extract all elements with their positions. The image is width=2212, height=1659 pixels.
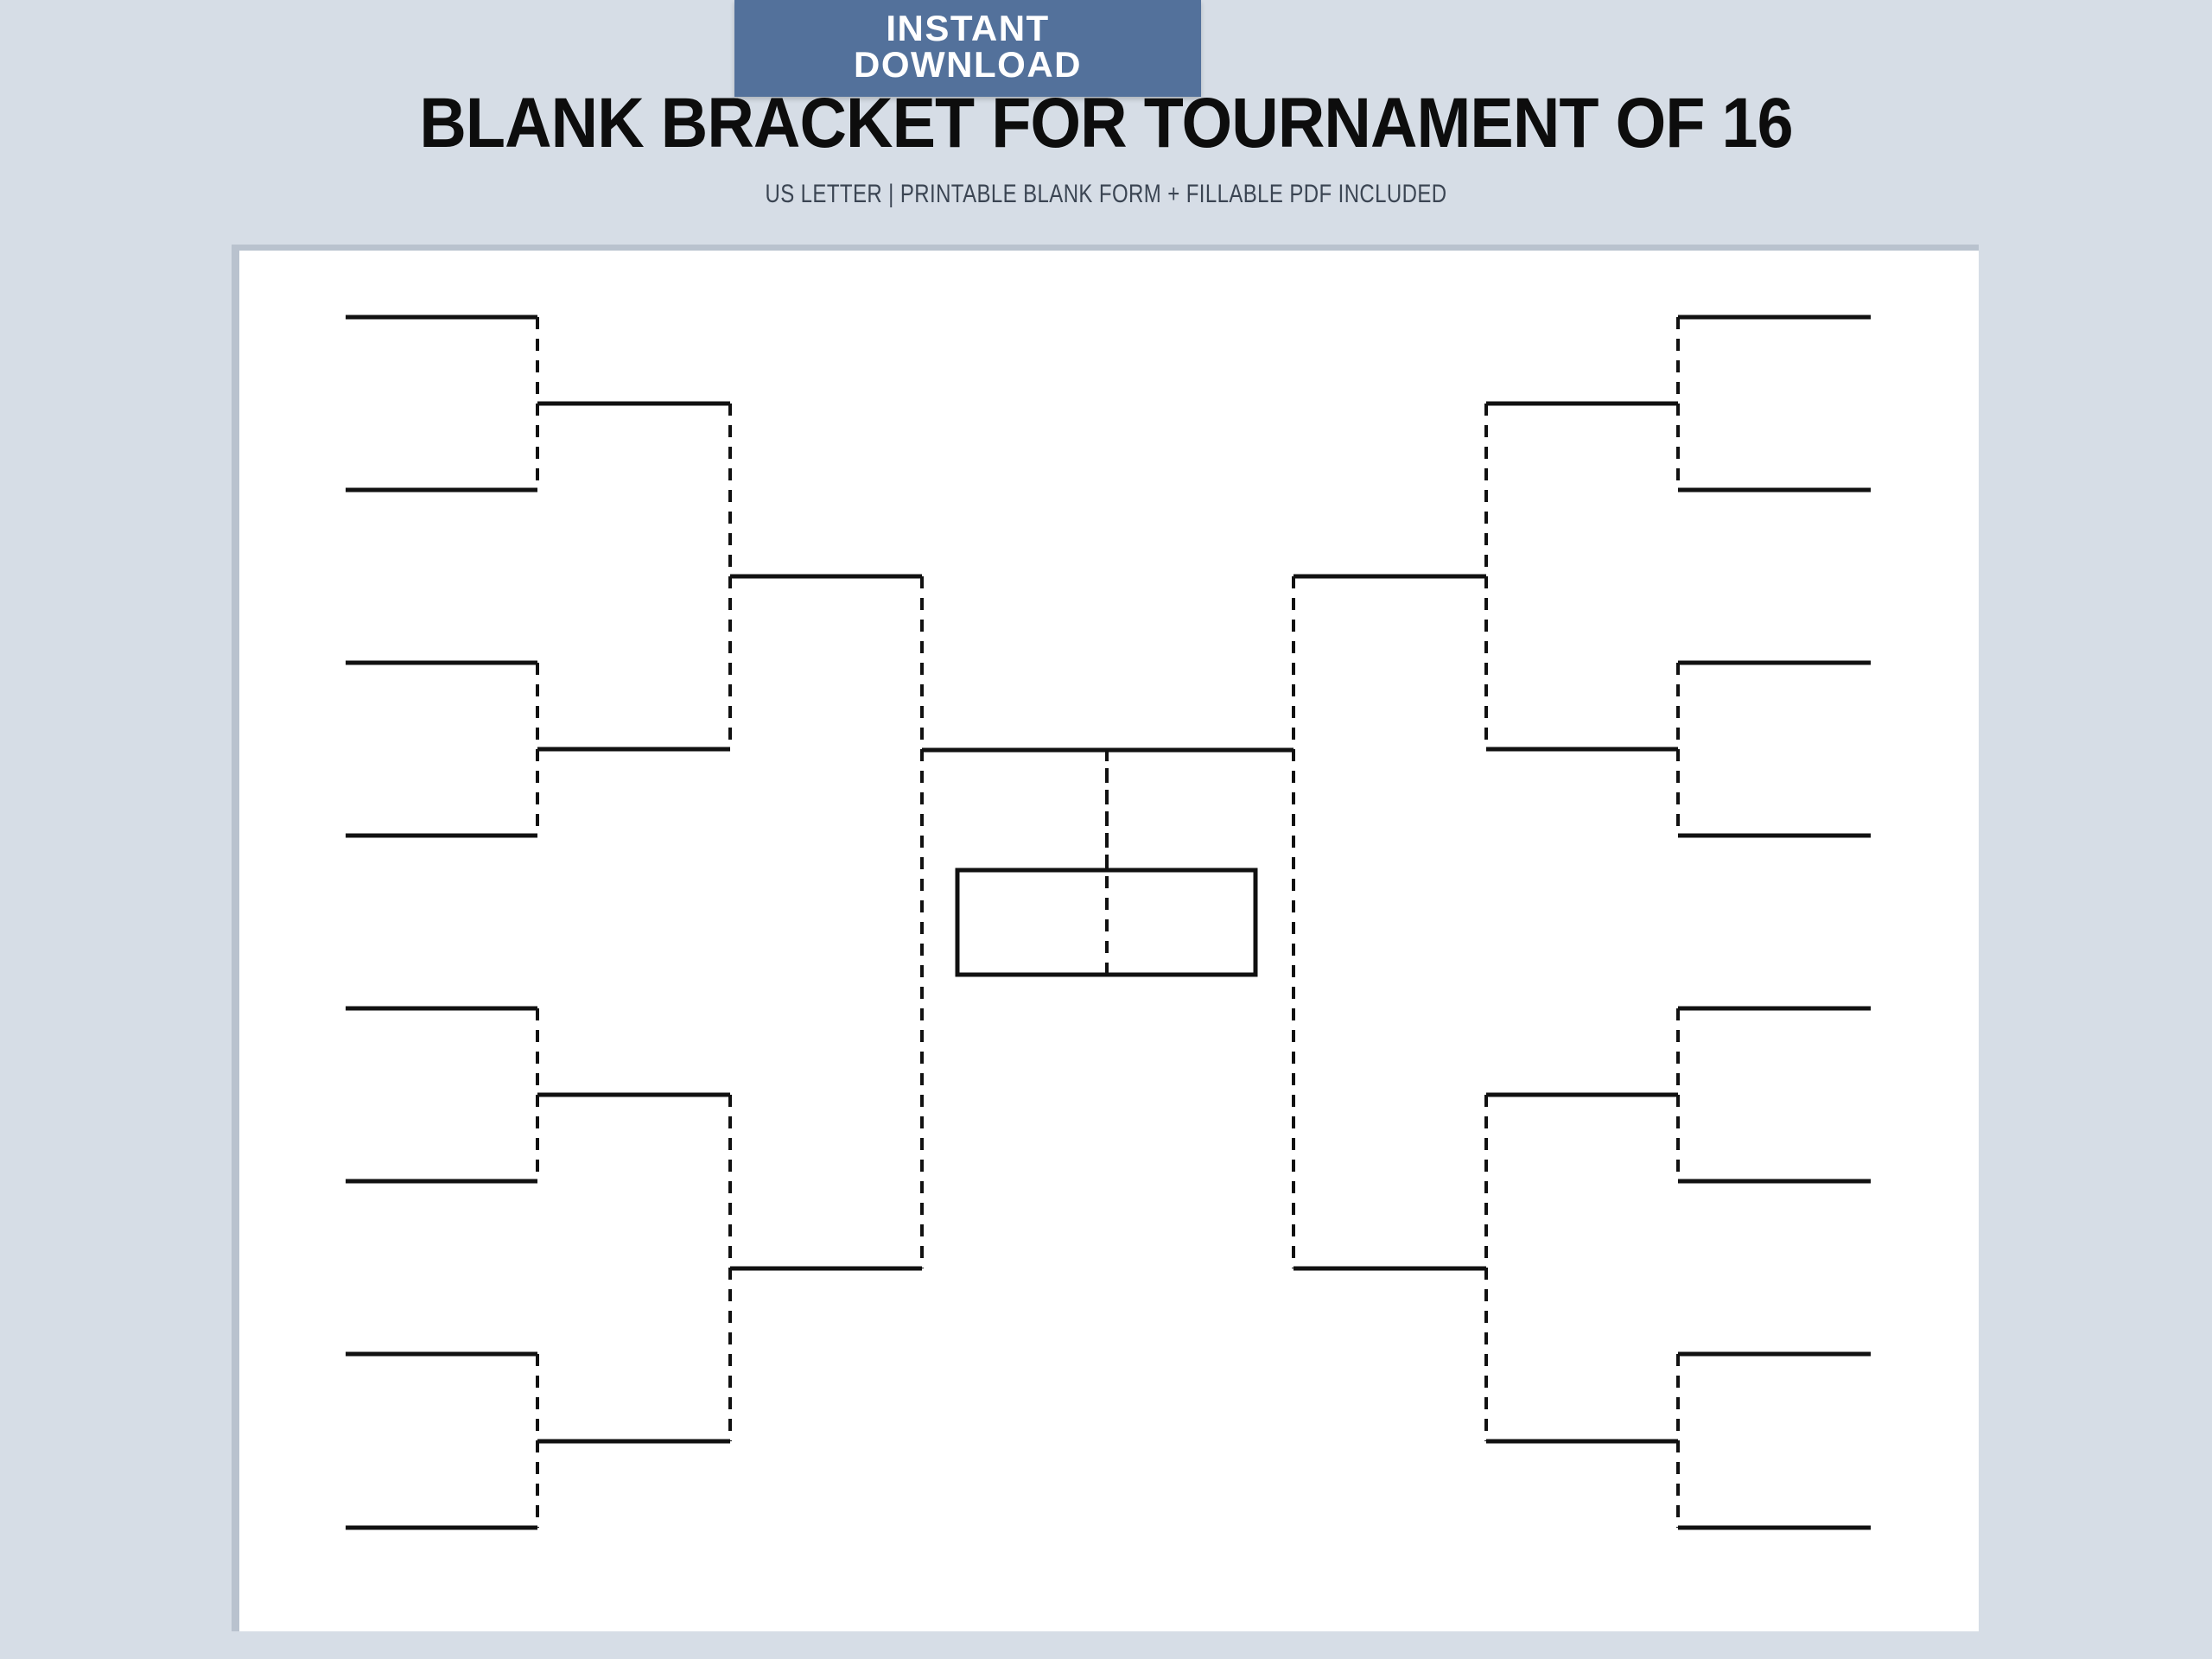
page-title: BLANK BRACKET FOR TOURNAMENT OF 16 <box>419 84 1793 162</box>
page-subtitle: US LETTER | PRINTABLE BLANK FORM + FILLA… <box>765 180 1447 208</box>
bracket-seat-lines[interactable] <box>346 315 1871 1530</box>
bracket-connectors <box>536 317 1680 1528</box>
tournament-bracket <box>346 315 1871 1530</box>
champion-slot-box[interactable] <box>955 868 1258 977</box>
instant-download-badge: INSTANT DOWNLOAD <box>734 0 1201 97</box>
paper-card <box>239 251 1979 1631</box>
